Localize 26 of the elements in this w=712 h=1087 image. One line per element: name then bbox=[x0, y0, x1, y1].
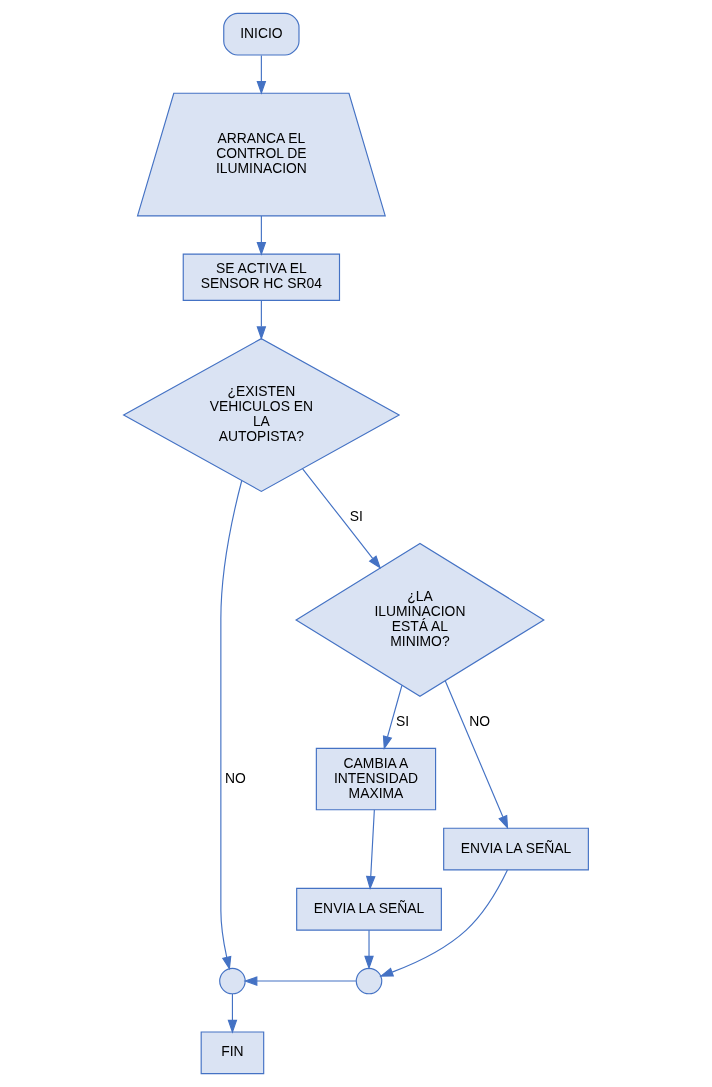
node-box: CAMBIA A INTENSIDAD MAXIMA bbox=[315, 747, 437, 811]
arrow bbox=[243, 976, 357, 986]
edge-label: SI bbox=[396, 712, 410, 729]
node-box: FIN bbox=[200, 1031, 265, 1075]
node-box: SE ACTIVA EL SENSOR HC SR04 bbox=[182, 253, 341, 301]
node-diamond: ¿LA ILUMINACION ESTÁ AL MINIMO? bbox=[295, 542, 545, 697]
arrow bbox=[382, 684, 403, 750]
arrow bbox=[444, 680, 509, 830]
edge-label: SI bbox=[349, 508, 363, 525]
arrow bbox=[227, 993, 238, 1034]
arrow bbox=[302, 468, 382, 570]
arrow bbox=[220, 480, 243, 971]
arrow bbox=[364, 929, 374, 970]
arrow bbox=[256, 215, 267, 256]
node-box: INICIO bbox=[223, 12, 300, 56]
node-circle bbox=[219, 967, 246, 995]
node-circle bbox=[355, 967, 383, 995]
arrow bbox=[256, 54, 267, 95]
arrow bbox=[365, 809, 376, 890]
node-box: ENVIA LA SEÑAL bbox=[296, 887, 442, 931]
edge-label: NO bbox=[224, 769, 246, 786]
arrow bbox=[256, 299, 267, 341]
edge-label: NO bbox=[469, 712, 490, 729]
node-box: ENVIA LA SEÑAL bbox=[443, 827, 589, 871]
node-diamond: ¿EXISTEN VEHICULOS EN LA AUTOPISTA? bbox=[122, 337, 401, 493]
arrow bbox=[379, 869, 508, 977]
